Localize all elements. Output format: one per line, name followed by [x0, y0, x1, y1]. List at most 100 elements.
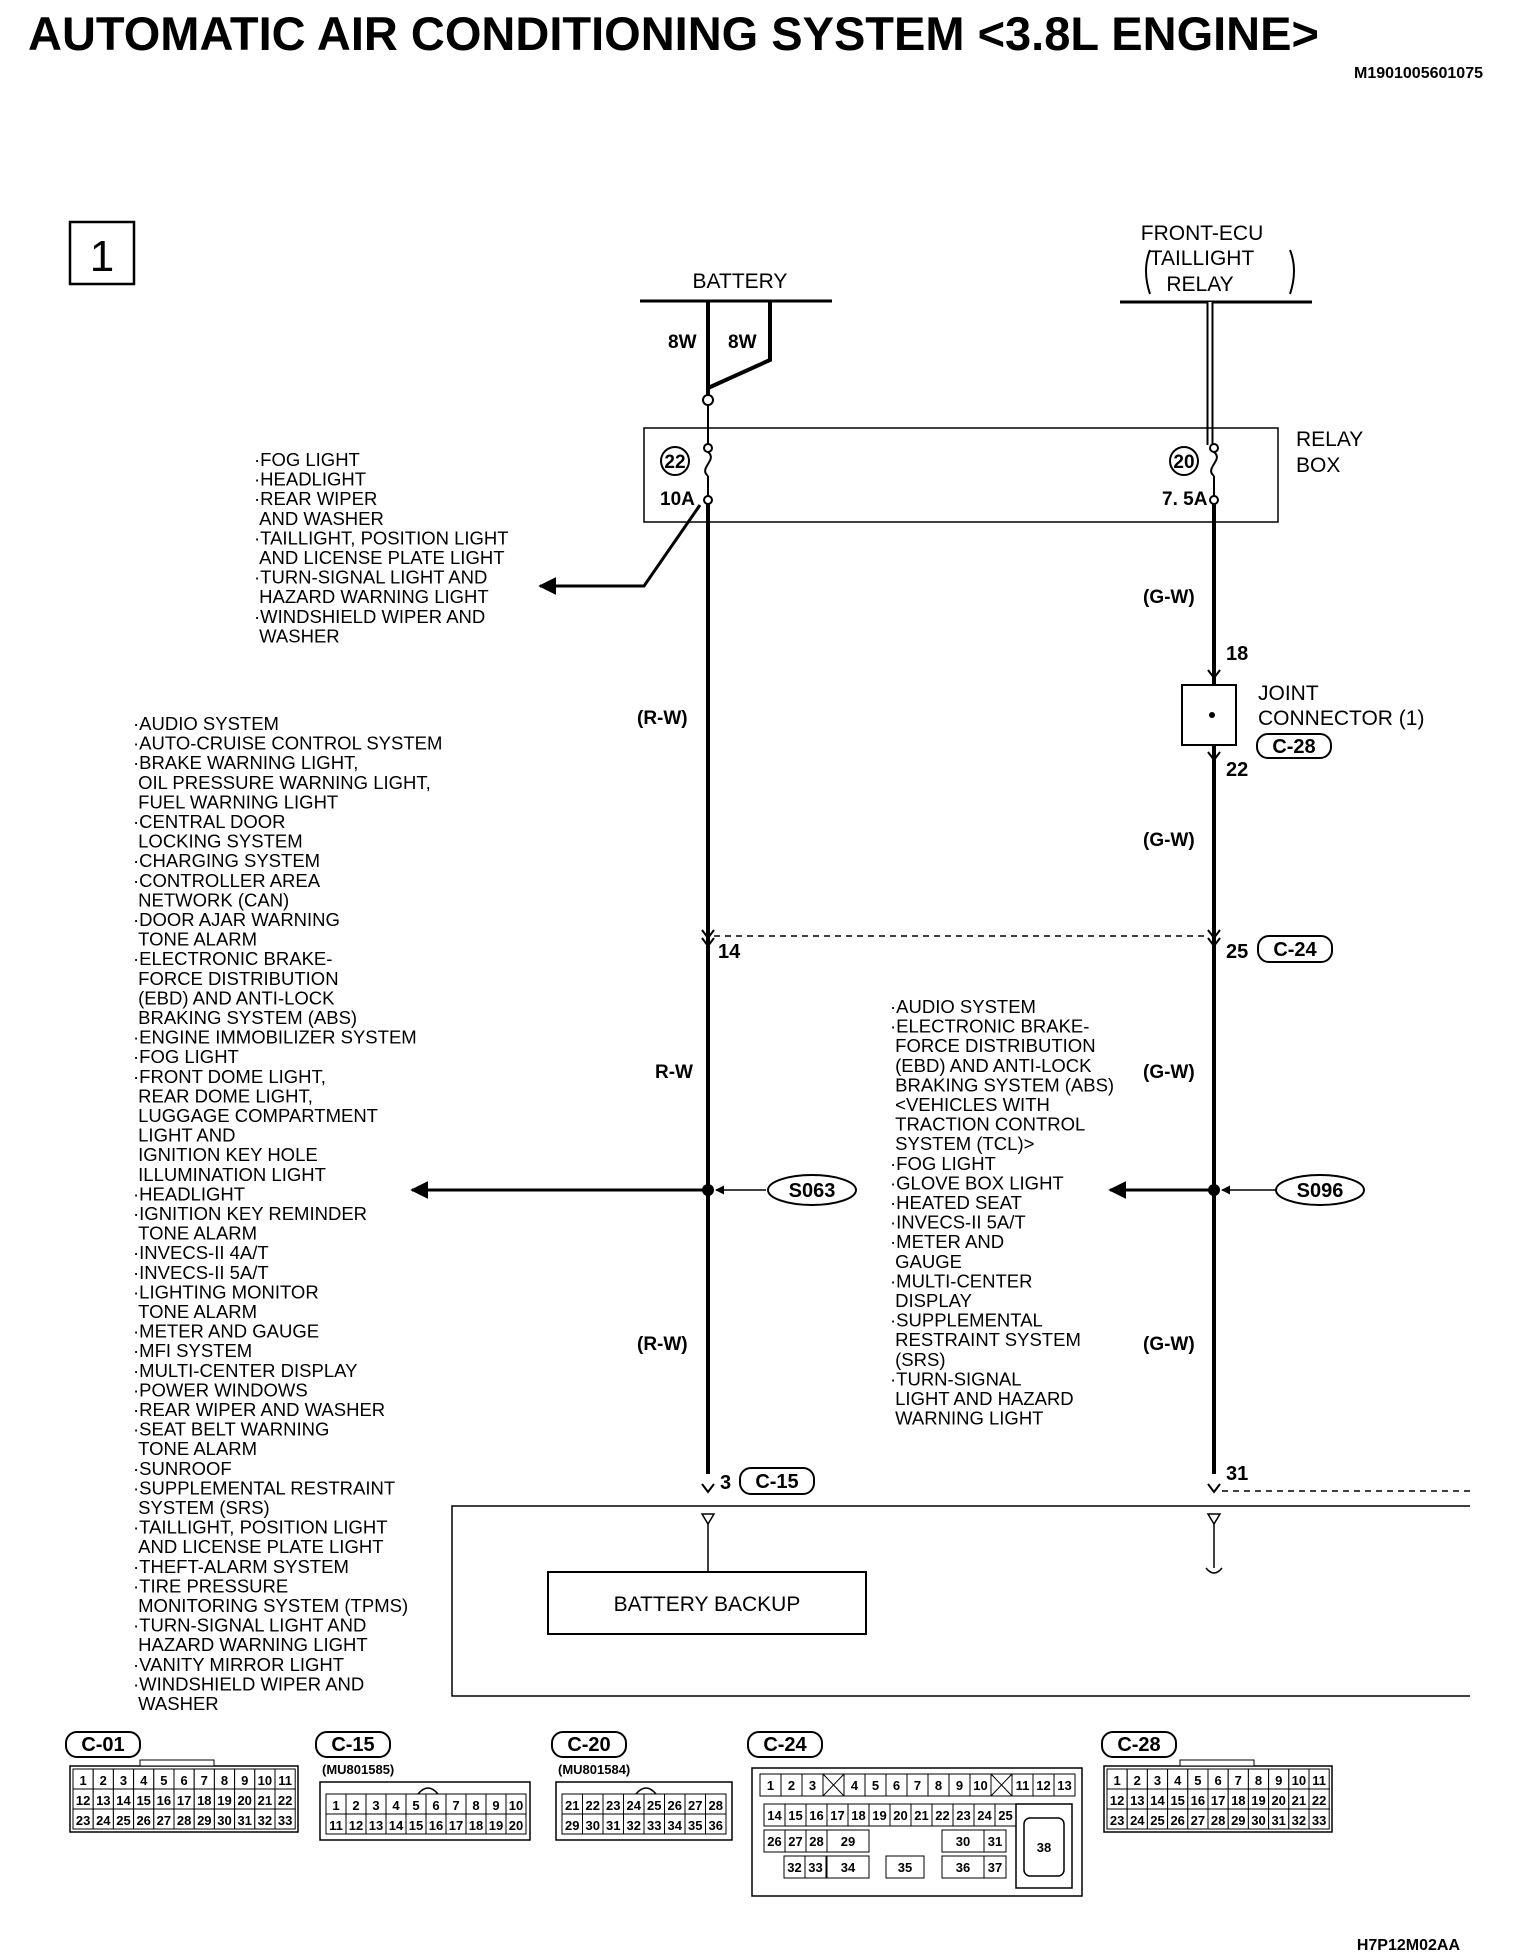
pin-number: 4 [1174, 1773, 1182, 1788]
pin-number: 6 [893, 1778, 900, 1793]
joint-dot [1209, 712, 1215, 718]
paren-right [1289, 249, 1295, 295]
s063-list-item: ·SUNROOF [133, 1458, 232, 1479]
s096-list-item: ·INVECS-II 5A/T [890, 1212, 1026, 1233]
pin-number: 2 [352, 1798, 359, 1813]
pin-14: 14 [718, 941, 741, 963]
s063-list-item: ·BRAKE WARNING LIGHT, [133, 752, 358, 773]
pin-number: 23 [1110, 1813, 1124, 1828]
fuse-22-term-bot [703, 495, 713, 505]
s063-list-item: ·FRONT DOME LIGHT, [133, 1066, 326, 1087]
s096-list-item: ·SUPPLEMENTAL [890, 1310, 1043, 1331]
s063-list-item: WASHER [133, 1693, 219, 1714]
pin-number: 23 [606, 1798, 620, 1813]
pin-number: 29 [197, 1813, 211, 1828]
s063-list-item: TONE ALARM [133, 929, 257, 950]
pin-number: 30 [956, 1834, 970, 1849]
pin-number: 1 [1113, 1773, 1120, 1788]
s063-list-item: ·REAR WIPER AND WASHER [133, 1399, 385, 1420]
fuse-22-number: 22 [664, 452, 685, 473]
s063-list-item: ·INVECS-II 4A/T [133, 1242, 269, 1263]
wire-label-gw-3: (G-W) [1143, 1062, 1195, 1083]
pin-number: 19 [489, 1818, 503, 1833]
pin-number: 7 [914, 1778, 921, 1793]
pin-number: 13 [369, 1818, 383, 1833]
pin-cell [1053, 1773, 1076, 1797]
pin-number: 3 [809, 1778, 816, 1793]
connector-tag-box [551, 1731, 627, 1758]
pin-cell [274, 1808, 296, 1830]
c24-tag: C-24 [1273, 939, 1317, 961]
pin-number: 16 [1191, 1793, 1205, 1808]
pin-number: 4 [851, 1778, 859, 1793]
pin-number: 11 [278, 1773, 292, 1788]
relay-box [643, 427, 1279, 523]
s063-list-item: ·TIRE PRESSURE [133, 1575, 288, 1596]
s063-list-item: OIL PRESSURE WARNING LIGHT, [133, 772, 431, 793]
pin-cell [505, 1813, 527, 1835]
pin-number: 6 [180, 1773, 187, 1788]
s063-list-item: ·CONTROLLER AREA [133, 870, 321, 891]
pin-number: 29 [1231, 1813, 1245, 1828]
s063-list-item: ·LIGHTING MONITOR [133, 1281, 319, 1302]
s063-list-item: ILLUMINATION LIGHT [133, 1164, 326, 1185]
pin-number: 8 [472, 1798, 479, 1813]
s063-list-item: ·SEAT BELT WARNING [133, 1419, 329, 1440]
s063-list-item: ·CENTRAL DOOR [133, 811, 285, 832]
pin-number: 12 [76, 1793, 90, 1808]
fuse-22-element [704, 451, 712, 477]
pin-number: 4 [392, 1798, 400, 1813]
s063-list-item: NETWORK (CAN) [133, 889, 289, 910]
pin-cell [885, 1855, 925, 1879]
fuse-20-term-top [1209, 443, 1219, 453]
pin-number: 1 [767, 1778, 774, 1793]
pin-number: 31 [606, 1818, 620, 1833]
pin-number: 38 [1037, 1840, 1051, 1855]
pin-number: 11 [1016, 1778, 1030, 1793]
s063-list-item: ·THEFT-ALARM SYSTEM [133, 1556, 349, 1577]
pin-number: 5 [412, 1798, 419, 1813]
pin-number: 21 [565, 1798, 579, 1813]
footer-code: H7P12M02AA [1357, 1937, 1461, 1954]
pin-25: 25 [1226, 941, 1248, 963]
fuse-22-term-top [703, 443, 713, 453]
pin-number: 7 [1235, 1773, 1242, 1788]
fuse-20-amp: 7. 5A [1162, 489, 1208, 510]
pin-number: 20 [1271, 1793, 1285, 1808]
s096-tag-box [1275, 1174, 1365, 1206]
s063-list-item: ·METER AND GAUGE [133, 1321, 319, 1342]
pin-number: 33 [1312, 1813, 1326, 1828]
battery-wire-2 [707, 301, 772, 390]
ecu-pin-31-mark [1206, 1513, 1222, 1526]
s063-list-item: LUGGAGE COMPARTMENT [133, 1105, 378, 1126]
s063-list-item: ·AUTO-CRUISE CONTROL SYSTEM [133, 733, 442, 754]
pin-number: 30 [586, 1818, 600, 1833]
pin-number: 19 [872, 1808, 886, 1823]
fuse-20-element [1210, 451, 1218, 477]
connector-latch [139, 1759, 215, 1767]
s096-list-item: SYSTEM (TCL)> [890, 1133, 1034, 1154]
doc-code: M1901005601075 [1354, 65, 1483, 82]
pin-number: 19 [1251, 1793, 1265, 1808]
pin-number: 28 [177, 1813, 191, 1828]
pin-number: 7 [452, 1798, 459, 1813]
fuse-list-item: AND LICENSE PLATE LIGHT [254, 547, 505, 568]
relay-box-label-2: BOX [1296, 454, 1340, 477]
pin-number: 9 [956, 1778, 963, 1793]
paren-left [1145, 249, 1151, 295]
joint-label-1: JOINT [1258, 682, 1319, 705]
pin-number: 32 [258, 1813, 272, 1828]
s096-list-item: RESTRAINT SYSTEM [890, 1329, 1081, 1350]
pin-number: 16 [157, 1793, 171, 1808]
pin-number: 25 [1150, 1813, 1164, 1828]
pin-number: 26 [668, 1798, 682, 1813]
pin-number: 8 [935, 1778, 942, 1793]
pin-number: 2 [788, 1778, 795, 1793]
fuse-terminal [702, 394, 714, 406]
s063-list-item: LOCKING SYSTEM [133, 831, 303, 852]
pin-number: 14 [767, 1808, 782, 1823]
s063-list-item: REAR DOME LIGHT, [133, 1085, 313, 1106]
s063-list-item: FORCE DISTRIBUTION [133, 968, 339, 989]
